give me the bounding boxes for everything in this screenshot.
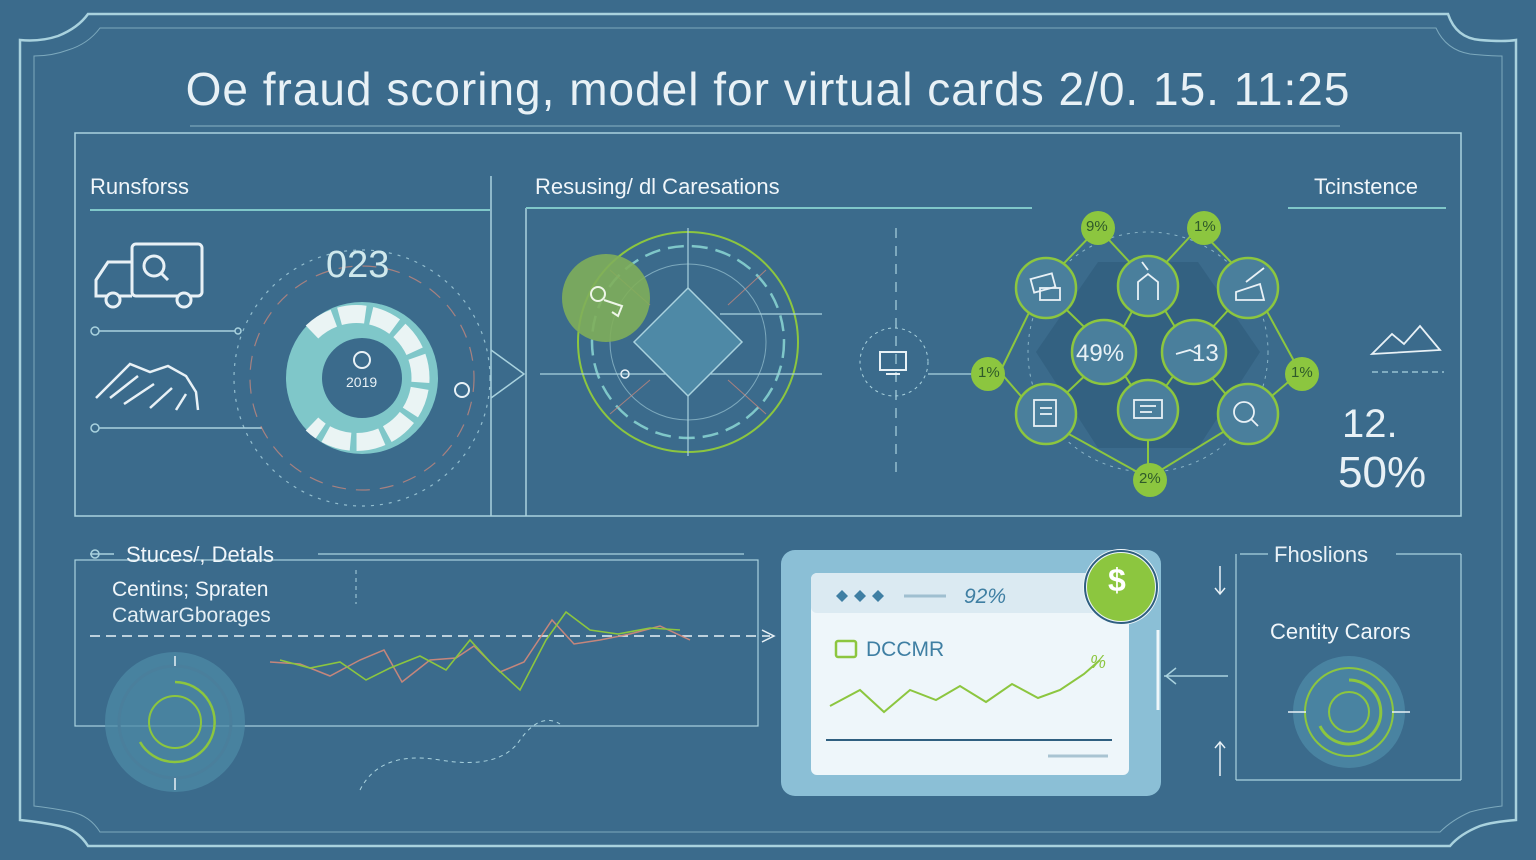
currency-icon: $: [1108, 562, 1126, 598]
details-line-1: Centins; Spraten: [112, 578, 269, 601]
bottom-right-label: Centity Carors: [1270, 619, 1411, 644]
slider-lines: [90, 326, 262, 433]
node-id-card-icon: [1116, 378, 1180, 442]
badge-right: 1%: [1291, 364, 1313, 381]
stat-value-2: 50%: [1338, 448, 1427, 497]
details-line-2: CatwarGborages: [112, 604, 271, 627]
network-center-count: 13: [1192, 340, 1219, 367]
radar-chart: [540, 228, 822, 456]
badge-top-right: 1%: [1194, 218, 1216, 235]
node-house-icon: [1116, 254, 1180, 318]
target-circle-left: [105, 652, 245, 792]
network-diagram: [971, 211, 1319, 497]
trend-line-chart: [269, 570, 691, 791]
card-percent: 92%: [964, 585, 1007, 608]
outer-frame: [18, 12, 1518, 848]
middle-panel-header: Resusing/ dl Caresations: [535, 174, 780, 199]
hand-chart-icon: [95, 362, 200, 411]
details-header: Stuces/, Detals: [126, 542, 274, 567]
network-center-percent: 49%: [1076, 340, 1125, 367]
card-chart-percent: %: [1090, 652, 1107, 672]
badge-left: 1%: [978, 364, 1000, 381]
monitor-icon: [859, 327, 929, 397]
left-panel-header: Runsforss: [90, 174, 190, 199]
node-search-icon: [1216, 382, 1280, 446]
badge-bottom: 2%: [1139, 470, 1161, 487]
top-section-box: [74, 132, 1462, 517]
card-label: DCCMR: [866, 638, 945, 661]
network-panel-header: Tcinstence: [1314, 174, 1418, 199]
gauge-year: 2019: [346, 374, 378, 390]
gauge-value: 023: [326, 244, 390, 286]
credit-card-panel: [781, 549, 1161, 796]
inner-frame: [33, 27, 1503, 833]
page-title: Oe fraud scoring, model for virtual card…: [185, 63, 1351, 115]
stat-value-1: 12.: [1342, 402, 1398, 446]
bottom-left-box: [74, 559, 759, 727]
score-gauge: [233, 249, 491, 507]
bottom-right-header: Fhoslions: [1274, 542, 1369, 567]
truck-icon: [94, 242, 204, 309]
key-icon: [590, 286, 624, 318]
node-center-left: [1070, 318, 1138, 386]
badge-top-left: 9%: [1086, 218, 1108, 235]
target-circle-right: [1288, 656, 1410, 768]
card-chip-icon: [834, 639, 858, 659]
mountain-chart-icon: [1369, 324, 1442, 356]
